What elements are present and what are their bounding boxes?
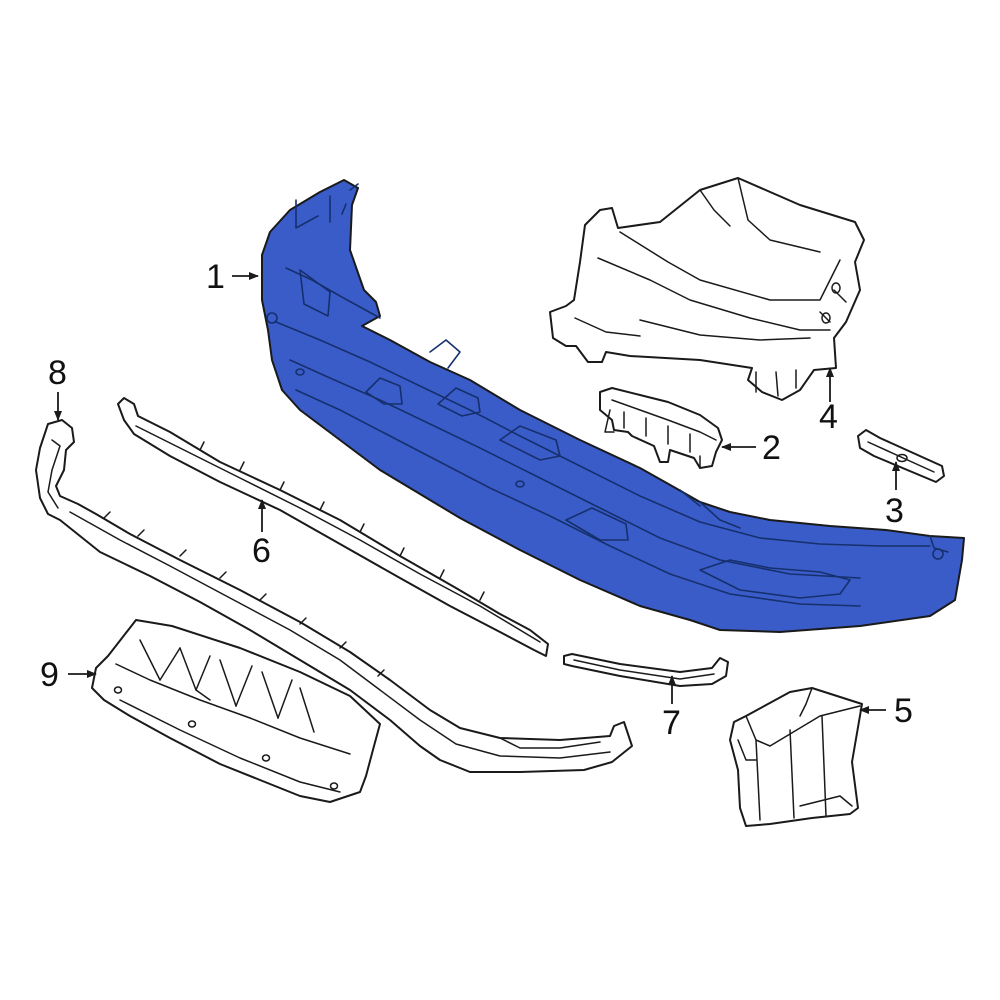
short-trim-strip-part [563,653,729,687]
callout-6: 6 [252,532,271,570]
mounting-bracket-part [599,387,723,469]
skid-plate-part [91,619,381,803]
callout-4: 4 [819,398,838,436]
corner-bracket-part [729,687,863,827]
upper-trim-strip-part [117,397,549,657]
callout-2: 2 [762,429,781,467]
callout-7: 7 [662,704,681,742]
callout-3: 3 [885,492,904,530]
lower-valance-molding-part [35,419,633,773]
callout-labels: 1 2 3 4 5 6 7 8 9 [40,258,913,742]
callout-9: 9 [40,656,59,694]
side-bracket-part [549,177,865,401]
bumper-cover-part [261,179,965,633]
callout-1: 1 [206,258,225,296]
retainer-clip-part [857,429,945,483]
callout-5: 5 [894,692,913,730]
callout-8: 8 [48,354,67,392]
callout-leaders [54,272,900,714]
